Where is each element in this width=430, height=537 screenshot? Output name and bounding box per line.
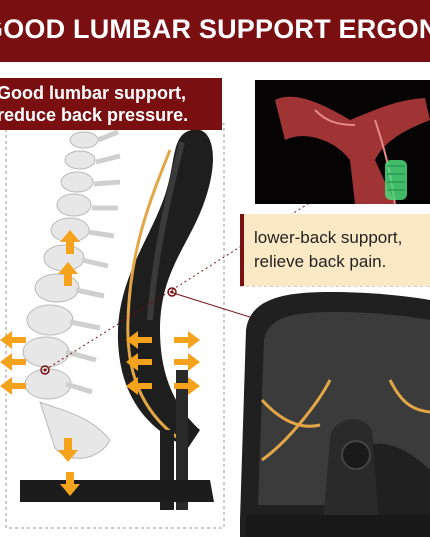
spine-illustration (22, 129, 121, 459)
chair-back-inner (147, 141, 185, 321)
chair-side-view (20, 129, 214, 510)
chair-trim-left (126, 149, 179, 440)
xray-inset-image (255, 80, 430, 204)
callout-left-line2: reduce back pressure. (0, 105, 189, 125)
leader-line-upper (44, 189, 331, 371)
chair-rear-post (176, 370, 188, 510)
chair-front-view (240, 292, 430, 537)
callout-target-markers (40, 287, 177, 375)
callout-right-line1: lower-back support, (254, 228, 403, 247)
chair-seat (20, 480, 214, 502)
title-banner: GOOD LUMBAR SUPPORT ERGONOMIC (0, 0, 430, 62)
callout-left: Good lumbar support, reduce back pressur… (0, 78, 222, 130)
callout-right-line2: relieve back pain. (254, 252, 387, 271)
xray-figure (255, 80, 430, 204)
callout-left-line1: Good lumbar support, (0, 83, 186, 103)
callout-right: lower-back support, relieve back pain. (240, 214, 430, 286)
chair-back-frame (117, 129, 213, 448)
banner-title: GOOD LUMBAR SUPPORT ERGONOMIC (0, 14, 430, 44)
orange-direction-arrows (0, 230, 200, 496)
